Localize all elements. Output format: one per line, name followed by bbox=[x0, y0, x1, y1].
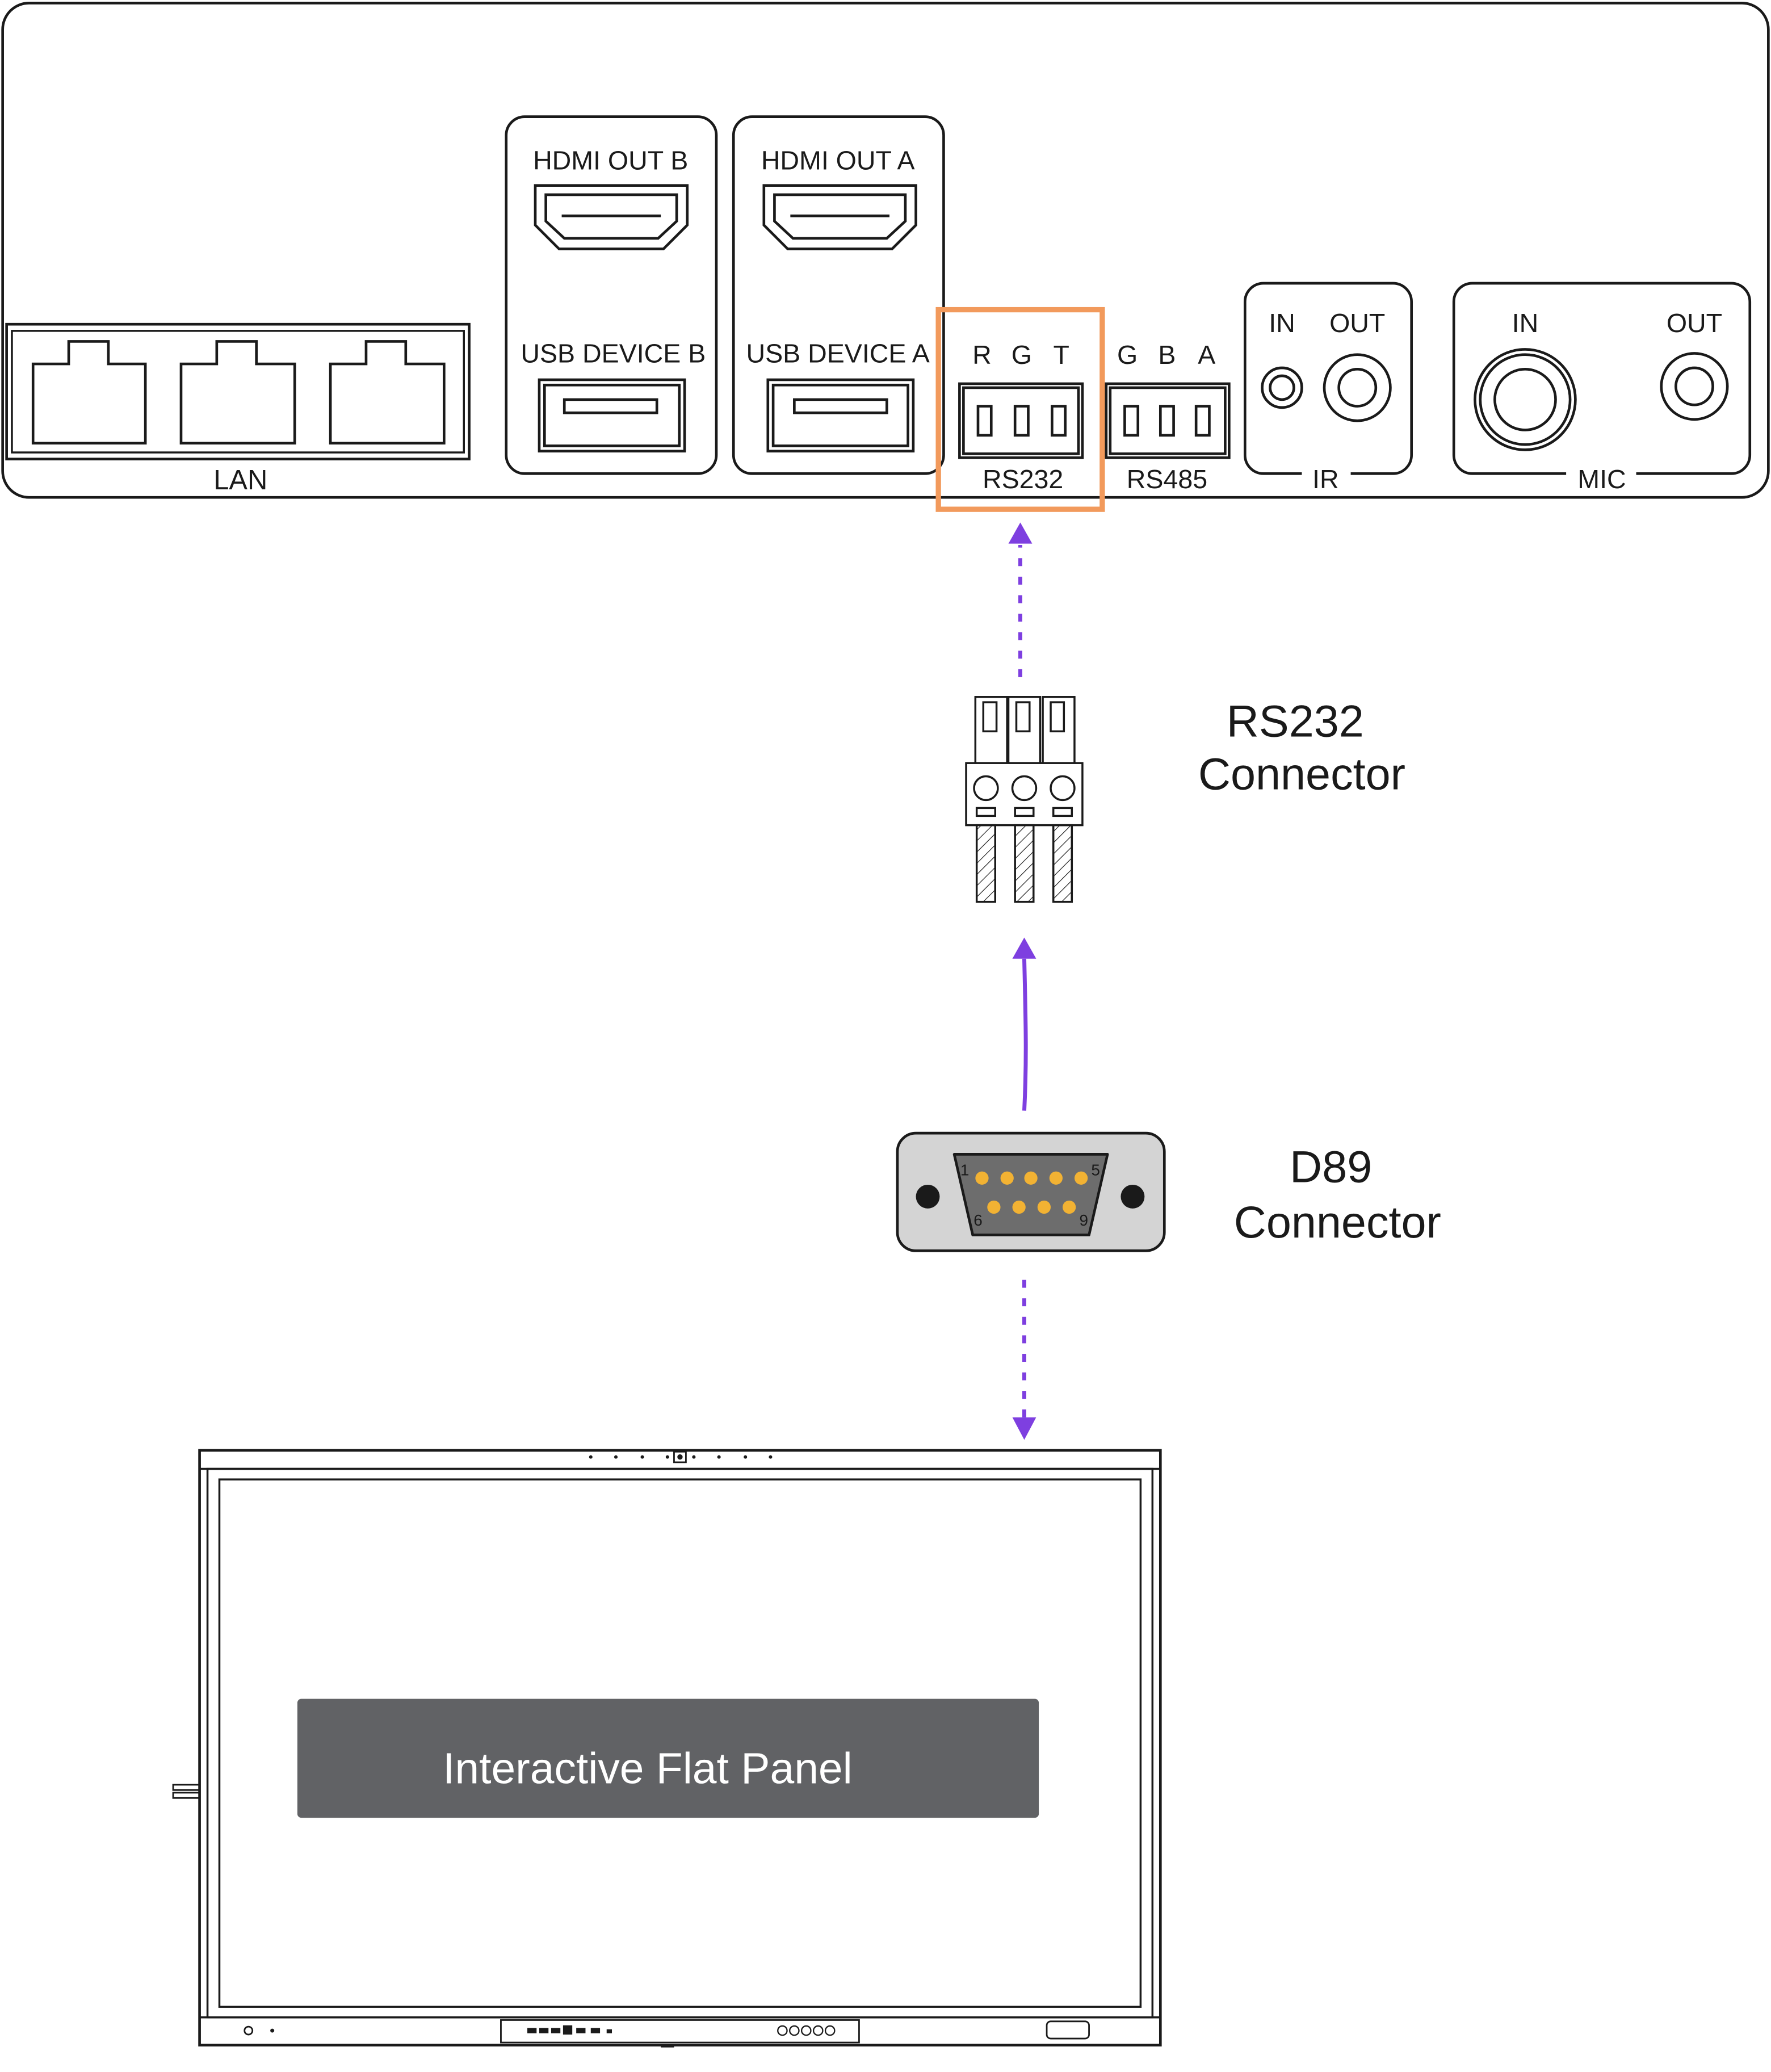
panel-label-text: Interactive Flat Panel bbox=[443, 1744, 853, 1793]
db9-pin-row-bottom bbox=[987, 1200, 1076, 1214]
output-module-b: HDMI OUT B USB DEVICE B bbox=[505, 115, 718, 475]
rj45-port-icon[interactable] bbox=[179, 340, 296, 445]
db9-pin-row-top bbox=[975, 1171, 1088, 1185]
audio-jack-icon[interactable] bbox=[1323, 353, 1392, 422]
device-rear-panel bbox=[1, 2, 1770, 499]
camera-icon bbox=[673, 1450, 687, 1463]
ir-label: IR bbox=[1312, 464, 1339, 494]
panel-side-ports bbox=[172, 1784, 200, 1799]
front-control-buttons-icon[interactable] bbox=[777, 2025, 836, 2036]
usb-port-icon[interactable] bbox=[766, 378, 915, 453]
db9-connector-icon: 1 5 6 9 bbox=[896, 1131, 1166, 1252]
rs232-connector-subtitle: Connector bbox=[1198, 749, 1405, 799]
mic-out-label: OUT bbox=[1667, 308, 1722, 338]
output-module-a: HDMI OUT A USB DEVICE A bbox=[732, 115, 945, 475]
hdmi-port-icon[interactable] bbox=[534, 184, 689, 250]
usb-port-icon[interactable] bbox=[538, 378, 686, 453]
rs485-pin-b: B bbox=[1158, 340, 1176, 370]
hdmi-port-icon[interactable] bbox=[762, 184, 917, 250]
rs485-pin-a: A bbox=[1198, 340, 1215, 370]
ir-in-label: IN bbox=[1269, 308, 1295, 338]
rs485-port-group[interactable]: G B A RS485 bbox=[1105, 340, 1231, 494]
terminal-block-icon bbox=[958, 382, 1084, 459]
ir-out-label: OUT bbox=[1329, 308, 1385, 338]
db9-pin-label: 9 bbox=[1079, 1211, 1088, 1229]
mic-in-label: IN bbox=[1512, 308, 1539, 338]
terminal-plug-icon bbox=[965, 696, 1084, 903]
panel-top-sensor-dots bbox=[589, 1450, 773, 1463]
ir-module: IN OUT IR bbox=[1243, 282, 1413, 494]
db9-pin-label: 6 bbox=[973, 1211, 983, 1229]
rs232-pin-r: R bbox=[972, 340, 992, 370]
mic-label: MIC bbox=[1577, 464, 1626, 494]
rs232-port-group[interactable]: R G T RS232 bbox=[935, 307, 1105, 512]
db9-pin-label: 5 bbox=[1091, 1161, 1100, 1179]
hdmi-out-a-label: HDMI OUT A bbox=[761, 146, 915, 175]
db9-connector-title: D89 bbox=[1290, 1141, 1372, 1192]
rj45-port-icon[interactable] bbox=[329, 340, 446, 445]
lan-label: LAN bbox=[213, 465, 267, 496]
hdmi-out-b-label: HDMI OUT B bbox=[533, 146, 688, 175]
nfc-reader-icon bbox=[1046, 2020, 1090, 2040]
rs232-highlight-box bbox=[935, 307, 1105, 512]
db9-connector-subtitle: Connector bbox=[1234, 1197, 1441, 1247]
rs232-connector-title: RS232 bbox=[1227, 696, 1364, 746]
flat-panel-display-icon bbox=[198, 1449, 1162, 2047]
panel-bottom-bezel bbox=[244, 2019, 1090, 2048]
rs485-pin-g: G bbox=[1117, 340, 1138, 370]
lan-port-group: LAN bbox=[5, 322, 471, 496]
rj45-port-icon[interactable] bbox=[31, 340, 147, 445]
power-button-icon[interactable] bbox=[244, 2025, 254, 2036]
indicator-light-icon bbox=[270, 2028, 275, 2033]
audio-jack-icon[interactable] bbox=[1660, 352, 1729, 421]
audio-jack-icon[interactable] bbox=[1261, 366, 1303, 409]
front-ports-icon bbox=[527, 2025, 612, 2035]
audio-jack-icon[interactable] bbox=[1474, 348, 1577, 451]
usb-device-b-label: USB DEVICE B bbox=[521, 339, 706, 368]
db9-pin-label: 1 bbox=[960, 1161, 970, 1179]
front-port-panel bbox=[500, 2019, 860, 2044]
rs232-pin-g: G bbox=[1012, 340, 1032, 370]
dotted-arrow-to-panel bbox=[1012, 1280, 1036, 1440]
solid-arrow-to-connector bbox=[1012, 937, 1036, 1111]
dotted-arrow-to-rs232 bbox=[1008, 522, 1033, 677]
rs232-pin-t: T bbox=[1053, 340, 1069, 370]
panel-label: Interactive Flat Panel bbox=[297, 1698, 1039, 1818]
mic-module: IN OUT MIC bbox=[1452, 282, 1752, 494]
rs485-label: RS485 bbox=[1127, 464, 1207, 494]
terminal-block-icon bbox=[1105, 382, 1231, 459]
usb-device-a-label: USB DEVICE A bbox=[746, 339, 929, 368]
rs232-label: RS232 bbox=[983, 464, 1063, 494]
